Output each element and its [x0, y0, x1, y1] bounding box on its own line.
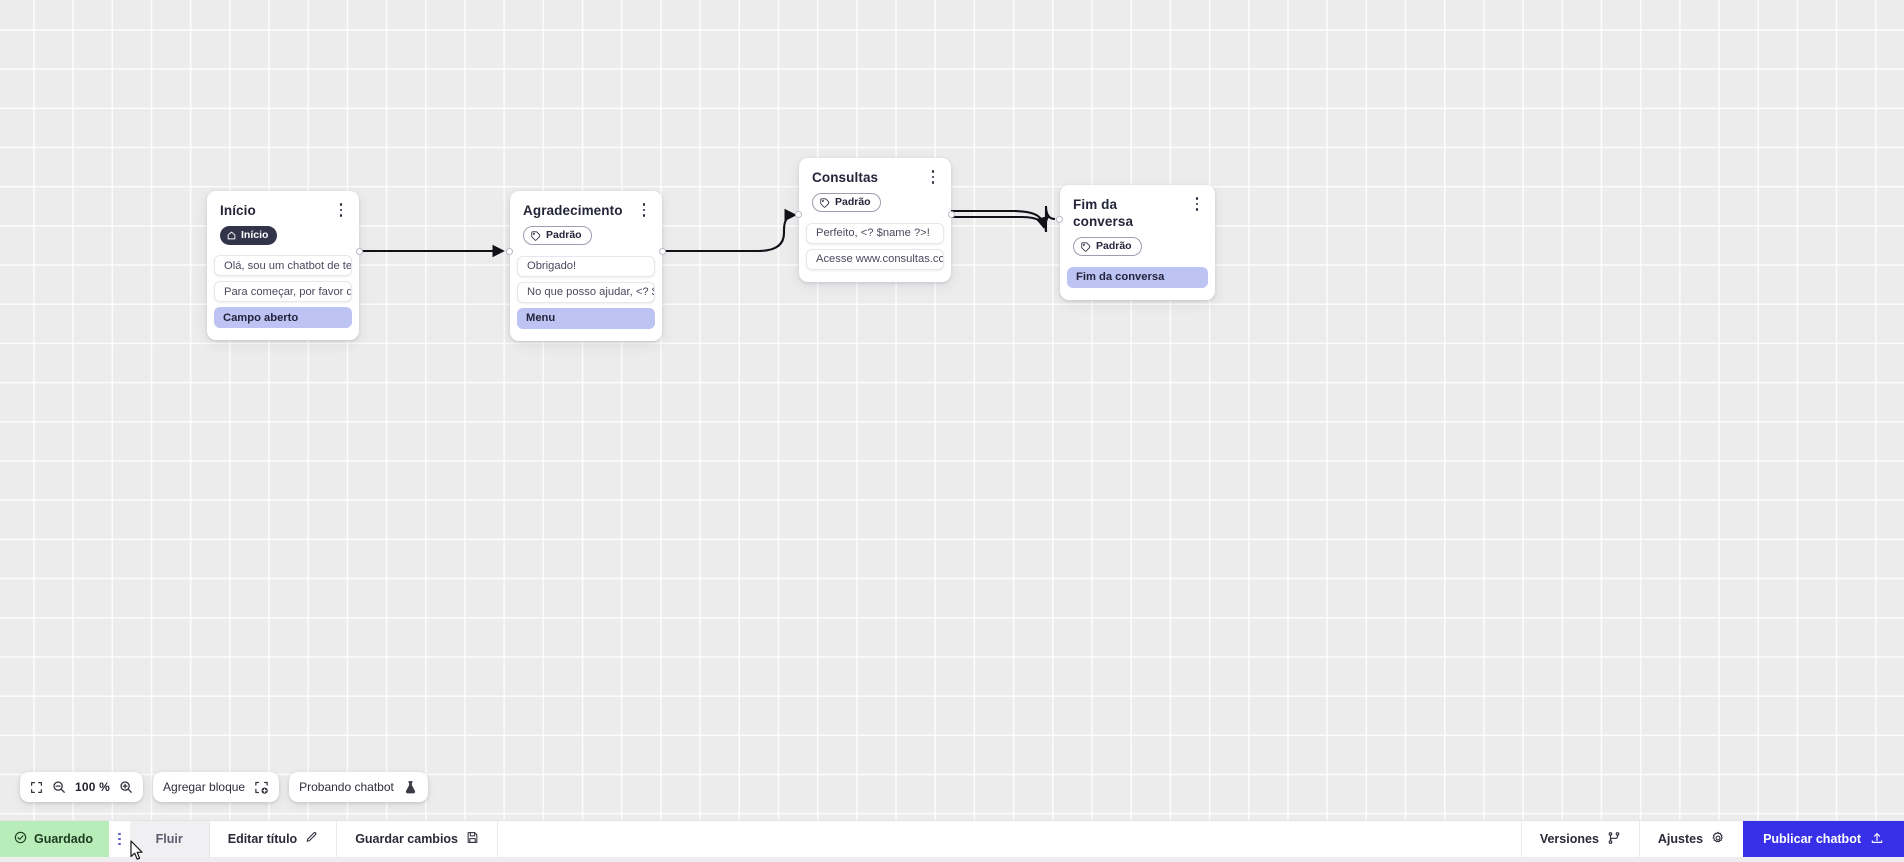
status-bar: Guardado Fluir Editar título Guardar cam…	[0, 820, 1904, 857]
gear-icon	[1711, 831, 1725, 848]
statusbar-right: Versiones Ajustes Publica	[1521, 821, 1904, 857]
publish-chatbot-button[interactable]: Publicar chatbot	[1743, 821, 1904, 857]
node-row-message[interactable]: No que posso ajudar, <? $name ...	[517, 282, 655, 303]
save-changes-label: Guardar cambios	[355, 832, 458, 846]
node-output-port[interactable]	[948, 211, 955, 218]
edit-title-button[interactable]: Editar título	[210, 821, 337, 857]
node-output-port[interactable]	[356, 248, 363, 255]
add-block-label: Agregar bloque	[163, 780, 245, 794]
node-badge-row: Início	[207, 219, 359, 255]
zoom-in-icon[interactable]	[119, 780, 133, 794]
flow-canvas[interactable]: Início Início Olá, sou um chatbot de tes…	[0, 0, 1904, 820]
node-row-message[interactable]: Perfeito, <? $name ?>!	[806, 223, 944, 244]
node-title: Início	[220, 202, 346, 219]
node-badge-label: Padrão	[835, 197, 871, 208]
node-menu-button[interactable]	[924, 167, 942, 187]
add-block-button[interactable]: Agregar bloque	[153, 772, 279, 802]
saved-label: Guardado	[34, 832, 93, 846]
zoom-controls[interactable]: 100 %	[20, 772, 143, 802]
node-input-port[interactable]	[795, 211, 802, 218]
test-chatbot-button[interactable]: Probando chatbot	[289, 772, 428, 802]
node-fim-da-conversa[interactable]: Fim da conversa Padrão Fim da conversa	[1060, 185, 1215, 300]
node-badge-inicio[interactable]: Início	[220, 226, 277, 245]
node-header: Consultas	[799, 158, 951, 186]
node-row-message[interactable]: Olá, sou um chatbot de teste!	[214, 255, 352, 276]
flow-tab-label: Fluir	[156, 832, 183, 846]
zoom-out-icon[interactable]	[52, 780, 66, 794]
edit-title-label: Editar título	[228, 832, 297, 846]
node-row-action[interactable]: Campo aberto	[214, 307, 352, 328]
node-row-message[interactable]: Para começar, por favor digite o ...	[214, 281, 352, 302]
statusbar-spacer	[498, 821, 1521, 857]
node-row-message[interactable]: Acesse www.consultas.com par...	[806, 249, 944, 270]
node-rows: Fim da conversa	[1060, 267, 1215, 300]
statusbar-menu-button[interactable]	[109, 821, 130, 857]
kebab-menu-icon	[118, 833, 121, 846]
node-title: Fim da conversa	[1073, 196, 1202, 230]
tag-icon	[1081, 242, 1091, 252]
node-badge-padrao[interactable]: Padrão	[523, 226, 592, 245]
upload-icon	[1870, 831, 1884, 848]
node-menu-button[interactable]	[332, 200, 350, 220]
tab-fluir[interactable]: Fluir	[130, 821, 210, 857]
node-badge-label: Padrão	[1096, 241, 1132, 252]
node-header: Início	[207, 191, 359, 219]
node-output-port[interactable]	[659, 248, 666, 255]
node-header: Fim da conversa	[1060, 185, 1215, 230]
node-input-port[interactable]	[506, 248, 513, 255]
node-badge-row: Padrão	[1060, 230, 1215, 267]
node-rows: Perfeito, <? $name ?>! Acesse www.consul…	[799, 223, 951, 282]
node-badge-row: Padrão	[799, 186, 951, 223]
zoom-level-value: 100 %	[75, 780, 110, 794]
node-row-action[interactable]: Fim da conversa	[1067, 267, 1208, 288]
node-badge-label: Padrão	[546, 230, 582, 241]
node-title: Agradecimento	[523, 202, 649, 219]
test-chatbot-label: Probando chatbot	[299, 780, 394, 794]
node-rows: Olá, sou um chatbot de teste! Para começ…	[207, 255, 359, 340]
edge-agradecimento-to-consultas	[662, 215, 795, 251]
node-consultas[interactable]: Consultas Padrão Perfeito, <? $name ?>! …	[799, 158, 951, 282]
pencil-icon	[305, 831, 318, 847]
node-input-port[interactable]	[1056, 216, 1063, 223]
branch-icon	[1607, 831, 1621, 848]
saved-status: Guardado	[0, 821, 109, 857]
add-block-icon	[254, 780, 269, 795]
node-agradecimento[interactable]: Agradecimento Padrão Obrigado! No que po…	[510, 191, 662, 341]
check-circle-icon	[14, 831, 27, 847]
node-badge-row: Padrão	[510, 219, 662, 256]
fit-screen-icon[interactable]	[30, 781, 43, 794]
versions-button[interactable]: Versiones	[1521, 821, 1639, 857]
node-inicio[interactable]: Início Início Olá, sou um chatbot de tes…	[207, 191, 359, 340]
node-rows: Obrigado! No que posso ajudar, <? $name …	[510, 256, 662, 341]
tag-icon	[531, 231, 541, 241]
publish-label: Publicar chatbot	[1763, 832, 1861, 846]
edge-consultas-to-fim-2	[951, 211, 1048, 222]
node-row-action[interactable]: Menu	[517, 308, 655, 329]
flask-icon	[403, 780, 418, 795]
node-header: Agradecimento	[510, 191, 662, 219]
canvas-toolbar: 100 % Agregar bloque Probando chatbot	[20, 772, 428, 802]
edge-consultas-to-fim	[951, 206, 1055, 232]
node-badge-padrao[interactable]: Padrão	[812, 193, 881, 212]
node-row-message[interactable]: Obrigado!	[517, 256, 655, 277]
node-badge-label: Início	[241, 230, 268, 241]
node-badge-padrao[interactable]: Padrão	[1073, 237, 1142, 256]
node-menu-button[interactable]	[635, 200, 653, 220]
save-changes-button[interactable]: Guardar cambios	[337, 821, 498, 857]
settings-button[interactable]: Ajustes	[1639, 821, 1743, 857]
flow-edges	[0, 0, 1904, 820]
floppy-disk-icon	[466, 831, 479, 847]
node-menu-button[interactable]	[1188, 194, 1206, 214]
versions-label: Versiones	[1540, 832, 1599, 846]
node-title: Consultas	[812, 169, 938, 186]
home-icon	[227, 231, 236, 240]
settings-label: Ajustes	[1658, 832, 1703, 846]
tag-icon	[820, 198, 830, 208]
